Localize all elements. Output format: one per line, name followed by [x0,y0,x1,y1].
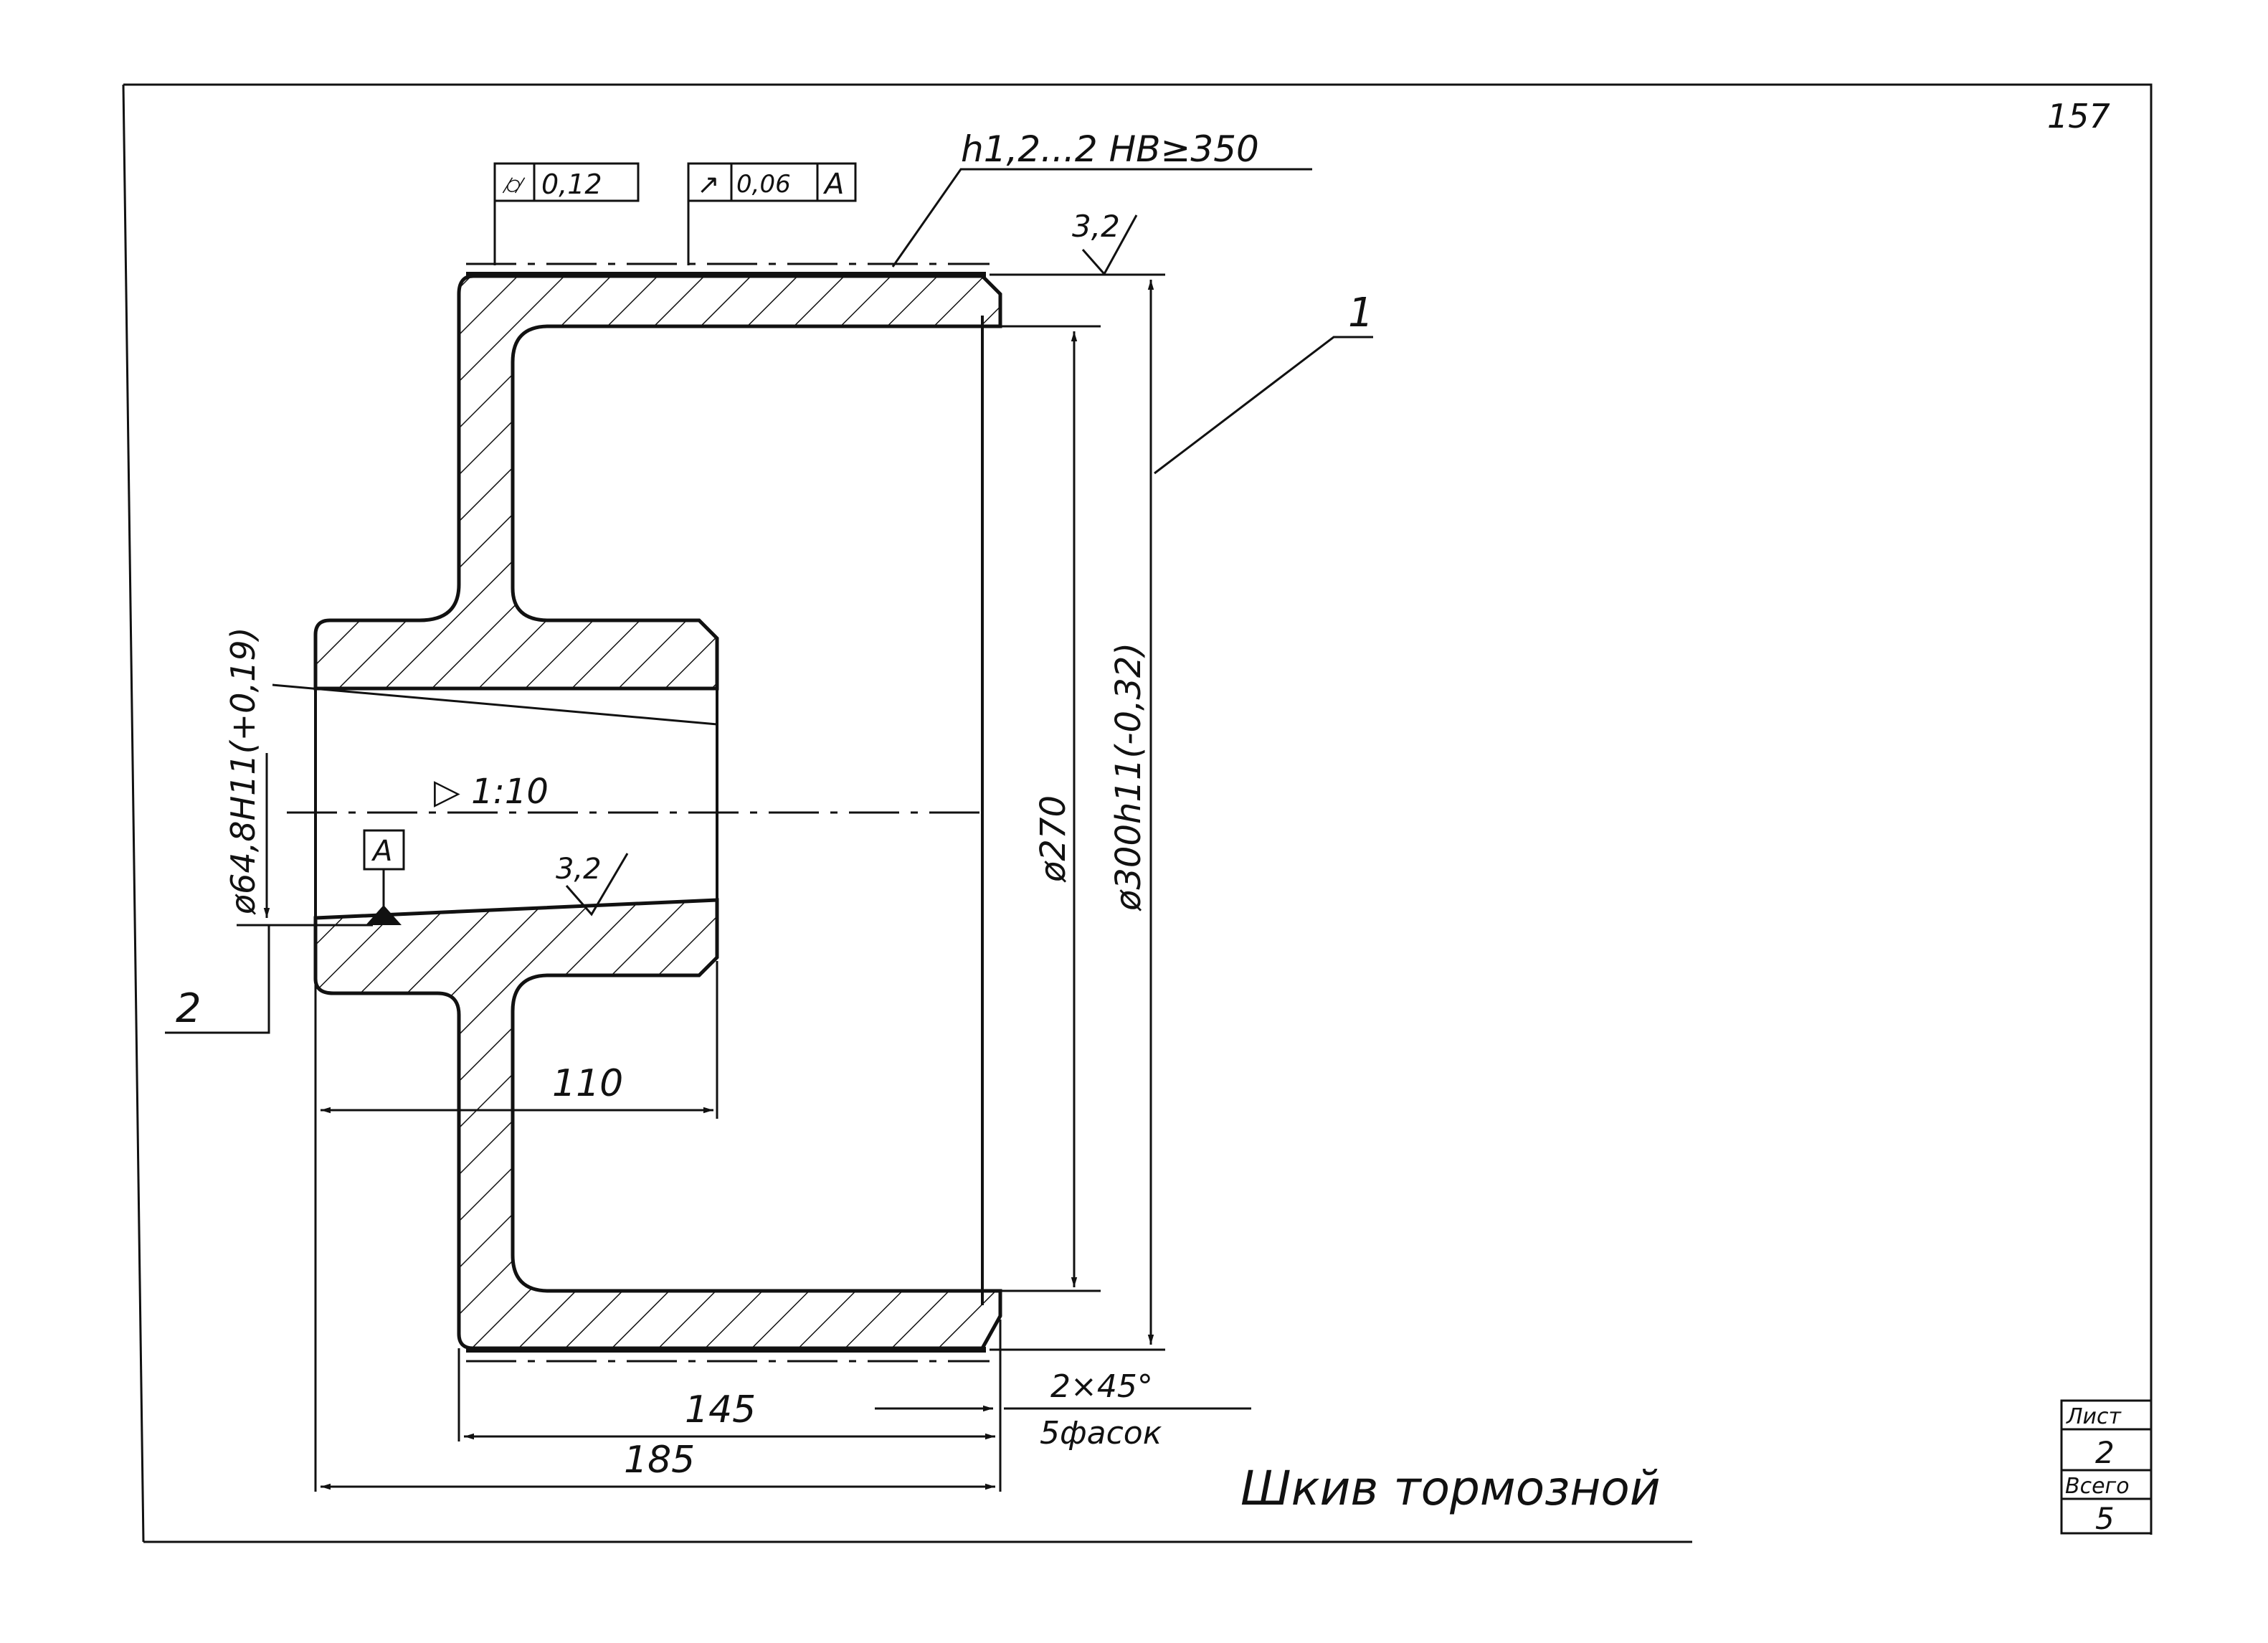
callout-part-2: 2 [176,985,201,1032]
lower-section [313,898,1002,1350]
roughness-bore-mark [565,853,629,917]
callout-part-1: 1 [1348,290,1374,336]
total-length-dimension: 185 [624,1439,695,1482]
rim-length-dimension: 145 [685,1388,756,1431]
centerlines [287,262,990,1363]
bore-diameter-dimension: ø64,8H11(+0,19) [224,627,262,915]
runout-datum: A [822,168,844,201]
leader-part-2 [165,925,270,1034]
total-sheets: 5 [2095,1501,2115,1536]
runout-value: 0,06 [736,170,791,199]
datum-label: A [371,835,392,868]
inner-diameter-dimension: ø270 [1033,795,1073,883]
drawing-frame [122,83,2153,1543]
cylindricity-value: 0,12 [541,169,602,200]
roughness-rim-mark [1081,214,1138,276]
tolerance-frame-runout: ↗ 0,06 A [687,162,857,202]
hardening-note: h1,2...2 HB≥350 [961,128,1259,170]
chamfer-count: 5фасок [1040,1415,1162,1452]
sheet-label: Лист [2066,1404,2122,1429]
roughness-rim-value: 3,2 [1072,209,1120,244]
leader-hardening [891,168,1312,267]
pulley-section [313,272,1002,1353]
cylindricity-icon: ⌭ [502,169,526,200]
drawing-title: Шкив тормозной [1240,1461,1661,1516]
leader-lines [165,168,1373,1034]
dimension-lines [263,280,1251,1490]
page-number: 157 [2047,97,2110,136]
outer-diameter-dimension: ø300h11(-0,32) [1109,643,1149,912]
upper-section [313,274,1002,691]
runout-icon: ↗ [697,169,720,200]
extension-lines [237,273,1165,1492]
chamfer-dimension: 2×45° [1050,1368,1153,1405]
hub-length-dimension: 110 [552,1062,623,1105]
title-block: Лист 2 Всего 5 [2060,1399,2153,1536]
datum-triangle [366,905,402,925]
roughness-bore-value: 3,2 [556,853,602,886]
taper-note: ▷ 1:10 [434,772,549,812]
tolerance-frame-cylindricity: ⌭ 0,12 [493,162,640,202]
leader-part-1 [1154,336,1373,475]
datum-box: A [363,829,405,871]
total-label: Всего [2065,1474,2130,1499]
sheet-number: 2 [2095,1435,2115,1470]
